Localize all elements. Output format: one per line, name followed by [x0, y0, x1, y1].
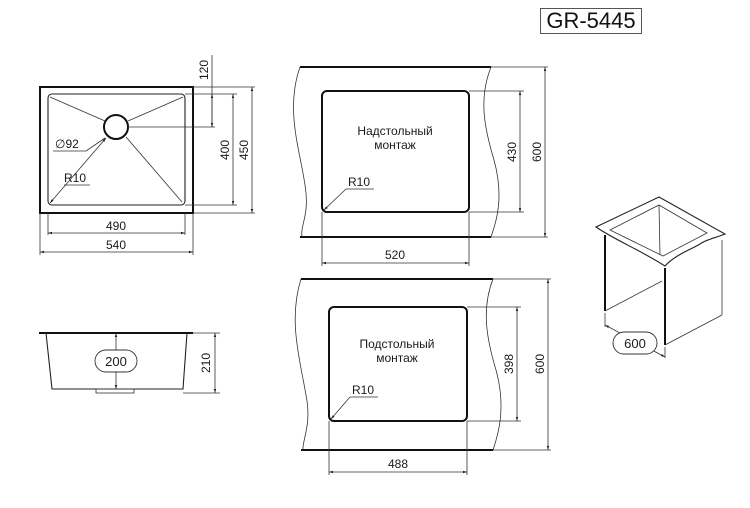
undermount-label-line2: монтаж: [376, 351, 418, 365]
cabinet-width-badge: [612, 331, 658, 355]
overmount-label-line1: Надстольный: [357, 124, 432, 138]
outer-depth-label: 450: [237, 140, 251, 160]
sink-bowl: [47, 93, 186, 206]
top-view: ∅92 R10 490 540 120 400 450: [39, 55, 255, 255]
overmount-depth-label: 430: [505, 142, 519, 162]
undermount-cutout: Подстольный монтаж R10 488 398 600: [294, 278, 551, 475]
inner-depth-label: 400: [218, 140, 232, 160]
side-view: 200 210: [39, 332, 220, 394]
overmount-counter-depth-label: 600: [530, 142, 544, 162]
outer-width-label: 540: [106, 238, 126, 252]
sink-outer-rim: [39, 86, 194, 214]
inner-height-badge: [94, 349, 138, 373]
drain-offset-label: 120: [197, 60, 211, 80]
undermount-radius-label: R10: [352, 383, 374, 397]
inner-width-label: 490: [106, 219, 126, 233]
undermount-label-line1: Подстольный: [359, 337, 434, 351]
inner-height-label: 200: [105, 354, 127, 369]
cabinet-isometric: 600: [594, 196, 727, 358]
undermount-counter-depth-label: 600: [533, 354, 547, 374]
overmount-label-line2: монтаж: [374, 138, 416, 152]
overmount-cutout: Надстольный монтаж R10 520 430 600: [293, 66, 548, 266]
cabinet-width-label: 600: [624, 336, 646, 351]
drain-diameter-label: ∅92: [55, 137, 79, 151]
corner-radius-label: R10: [64, 171, 86, 185]
model-number-label: GR-5445: [540, 8, 642, 34]
overmount-radius-label: R10: [348, 175, 370, 189]
overmount-width-label: 520: [385, 248, 405, 262]
undermount-cutout-shape: [328, 306, 468, 422]
undermount-depth-label: 398: [502, 354, 516, 374]
outer-height-label: 210: [199, 353, 213, 373]
drain-icon: [103, 114, 129, 140]
undermount-width-label: 488: [388, 457, 408, 471]
overmount-cutout-shape: [321, 90, 470, 213]
